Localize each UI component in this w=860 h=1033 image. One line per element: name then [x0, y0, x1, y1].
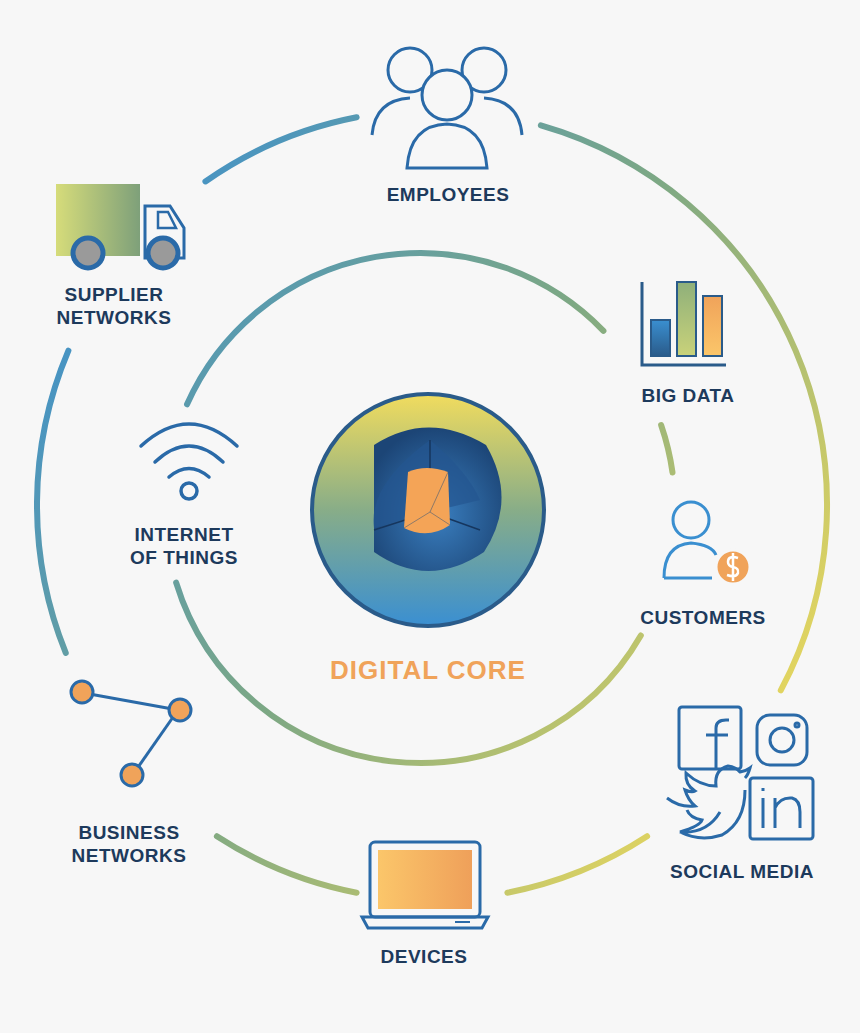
core-graphic: [308, 390, 548, 630]
item-label: SUPPLIER NETWORKS: [44, 283, 184, 329]
item-label: BUSINESS NETWORKS: [59, 821, 199, 867]
ring-arc: [205, 117, 356, 181]
ring-arc: [217, 836, 357, 892]
ring-arc: [187, 253, 603, 404]
item-label: BIG DATA: [641, 384, 734, 407]
item-label: SOCIAL MEDIA: [670, 860, 814, 883]
item-label: INTERNET OF THINGS: [122, 523, 247, 569]
item-label: EMPLOYEES: [387, 183, 510, 206]
ring-arc: [507, 836, 647, 892]
item-label: CUSTOMERS: [640, 606, 766, 629]
core-title: DIGITAL CORE: [330, 655, 526, 686]
ring-arc: [37, 351, 68, 653]
ring-arc: [541, 125, 827, 690]
core-circle: DIGITAL CORE: [308, 390, 548, 630]
ring-arc: [661, 425, 672, 473]
item-label: DEVICES: [381, 945, 468, 968]
